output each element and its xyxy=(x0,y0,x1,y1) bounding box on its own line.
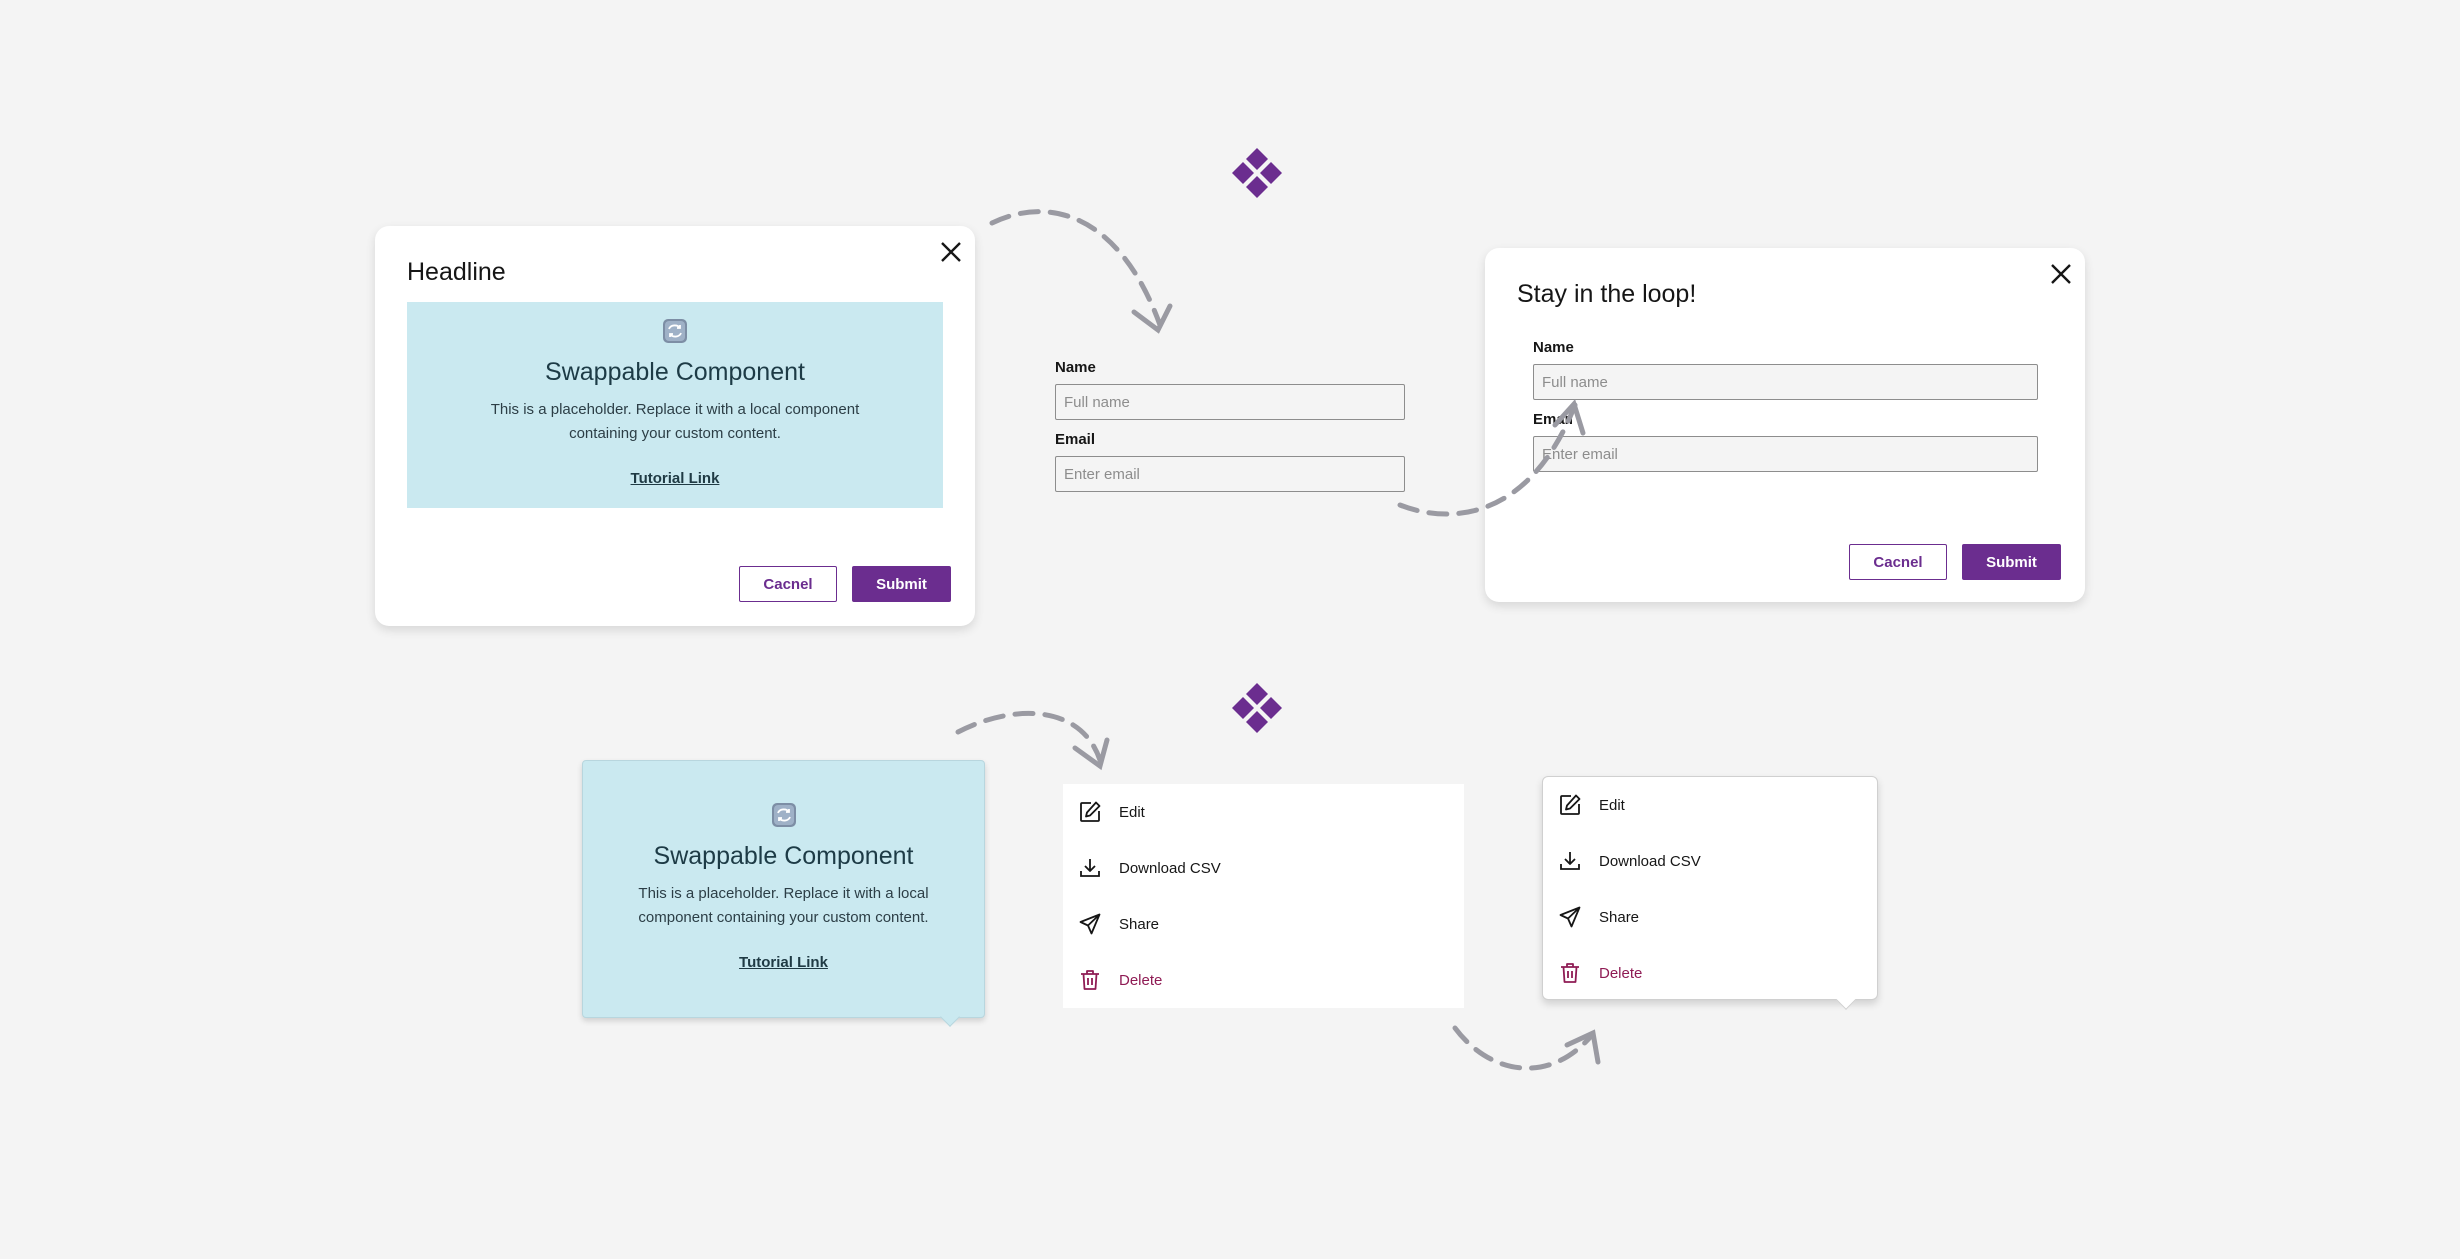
arrow-dialog-to-form xyxy=(989,209,1163,328)
swap-icon xyxy=(771,803,796,827)
submit-button[interactable]: Submit xyxy=(852,566,951,602)
swappable-component: Swappable Component This is a placeholde… xyxy=(582,760,985,1018)
dialog-result: Stay in the loop! Name Email Cacnel Subm… xyxy=(1485,248,2085,602)
menu-item-label: Edit xyxy=(1599,796,1625,814)
trash-icon xyxy=(1557,960,1583,986)
component-icon xyxy=(1232,683,1282,733)
cancel-button[interactable]: Cacnel xyxy=(1849,544,1947,580)
menu-item-edit[interactable]: Edit xyxy=(1543,777,1877,833)
share-icon xyxy=(1557,904,1583,930)
tutorial-link[interactable]: Tutorial Link xyxy=(630,470,720,487)
menu-item-download-csv[interactable]: Download CSV xyxy=(1063,840,1464,896)
menu-item-label: Share xyxy=(1599,908,1640,926)
arrow-popover-to-menu xyxy=(955,710,1103,763)
form-component: Name Email xyxy=(1055,355,1407,495)
menu-item-delete[interactable]: Delete xyxy=(1063,952,1464,1008)
trash-icon xyxy=(1077,967,1103,993)
share-icon xyxy=(1077,911,1103,937)
menu-item-label: Share xyxy=(1119,915,1160,933)
edit-icon xyxy=(1557,792,1583,818)
swap-title: Swappable Component xyxy=(653,842,914,870)
menu-item-label: Edit xyxy=(1119,803,1145,821)
dialog-title: Stay in the loop! xyxy=(1517,280,1697,308)
swap-icon xyxy=(663,319,687,343)
popover-template: Swappable Component This is a placeholde… xyxy=(582,760,985,1027)
close-icon[interactable] xyxy=(2046,259,2076,289)
download-icon xyxy=(1077,855,1103,881)
arrow-menu-to-result xyxy=(1452,1025,1595,1071)
component-icon xyxy=(1232,148,1282,198)
menu-item-label: Download CSV xyxy=(1599,852,1701,870)
dialog-template: Headline Swappable Component This is a p… xyxy=(375,226,975,626)
edit-icon xyxy=(1077,799,1103,825)
arrowhead xyxy=(1072,737,1110,771)
swappable-component: Swappable Component This is a placeholde… xyxy=(407,302,943,508)
menu-item-download-csv[interactable]: Download CSV xyxy=(1543,833,1877,889)
menu-item-edit[interactable]: Edit xyxy=(1063,784,1464,840)
menu-item-delete[interactable]: Delete xyxy=(1543,945,1877,1001)
name-input[interactable] xyxy=(1055,384,1405,420)
email-input[interactable] xyxy=(1055,456,1405,492)
arrowhead xyxy=(1564,1029,1601,1065)
cancel-button[interactable]: Cacnel xyxy=(739,566,837,602)
menu-item-label: Delete xyxy=(1599,964,1643,982)
menu-item-label: Delete xyxy=(1119,971,1163,989)
dialog-title: Headline xyxy=(407,258,506,286)
download-icon xyxy=(1557,848,1583,874)
swap-title: Swappable Component xyxy=(545,358,805,386)
close-icon[interactable] xyxy=(936,237,966,267)
name-label: Name xyxy=(1533,339,1574,356)
submit-button[interactable]: Submit xyxy=(1962,544,2061,580)
menu-item-label: Download CSV xyxy=(1119,859,1221,877)
name-input[interactable] xyxy=(1533,364,2038,400)
email-label: Email xyxy=(1533,411,1574,428)
tutorial-link[interactable]: Tutorial Link xyxy=(739,954,828,971)
swap-description: This is a placeholder. Replace it with a… xyxy=(638,885,929,926)
arrowhead xyxy=(1131,303,1173,334)
email-input[interactable] xyxy=(1533,436,2038,472)
swap-description: This is a placeholder. Replace it with a… xyxy=(490,401,860,442)
email-label: Email xyxy=(1055,431,1096,448)
menu-result: Edit Download CSV Share Delete xyxy=(1542,776,1878,1010)
name-label: Name xyxy=(1055,359,1096,376)
menu-component: Edit Download CSV Share Delete xyxy=(1063,784,1464,1008)
menu-item-share[interactable]: Share xyxy=(1543,889,1877,945)
menu-item-share[interactable]: Share xyxy=(1063,896,1464,952)
